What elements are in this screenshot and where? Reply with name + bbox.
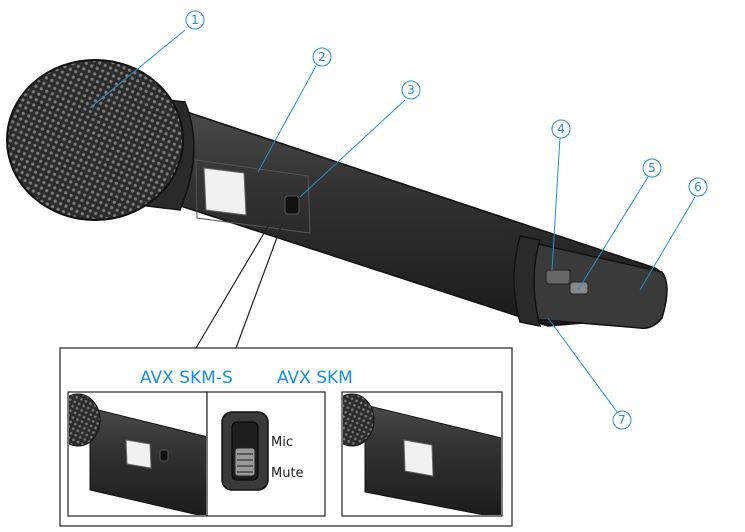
control-area <box>195 159 311 234</box>
callout-1: 1 <box>185 10 205 30</box>
panel-skm-s <box>67 391 208 517</box>
callout-7: 7 <box>612 410 632 430</box>
svg-text:1: 1 <box>191 13 199 27</box>
mute-switch[interactable] <box>284 195 300 215</box>
switch-slider[interactable] <box>234 447 256 477</box>
variant-inset: AVX SKM-S AVX SKM Mic <box>59 347 513 527</box>
callout-4: 4 <box>551 119 571 139</box>
svg-text:2: 2 <box>318 50 326 64</box>
rocker-button[interactable] <box>545 269 571 285</box>
svg-text:5: 5 <box>648 161 656 175</box>
panel-switch: Mic Mute <box>206 391 326 517</box>
variant-label-skm: AVX SKM <box>277 368 353 388</box>
mic-head <box>6 59 184 221</box>
svg-text:3: 3 <box>407 83 415 97</box>
callouts: 1 2 3 4 5 6 7 <box>185 10 708 430</box>
zoom-lines <box>195 222 283 349</box>
microphone <box>6 59 668 330</box>
switch-label-mic: Mic <box>271 435 293 450</box>
display-window <box>203 167 247 216</box>
svg-text:6: 6 <box>694 180 702 194</box>
svg-text:4: 4 <box>557 122 565 136</box>
svg-text:7: 7 <box>618 413 626 427</box>
callout-lines <box>89 29 696 413</box>
callout-6: 6 <box>688 177 708 197</box>
panel-skm <box>341 391 503 517</box>
callout-5: 5 <box>642 158 662 178</box>
callout-3: 3 <box>401 80 421 100</box>
callout-2: 2 <box>312 47 332 67</box>
handle-ring <box>513 235 542 327</box>
battery-compartment <box>519 239 668 330</box>
switch-label-mute: Mute <box>271 466 304 481</box>
variant-label-skm-s: AVX SKM-S <box>140 368 233 388</box>
